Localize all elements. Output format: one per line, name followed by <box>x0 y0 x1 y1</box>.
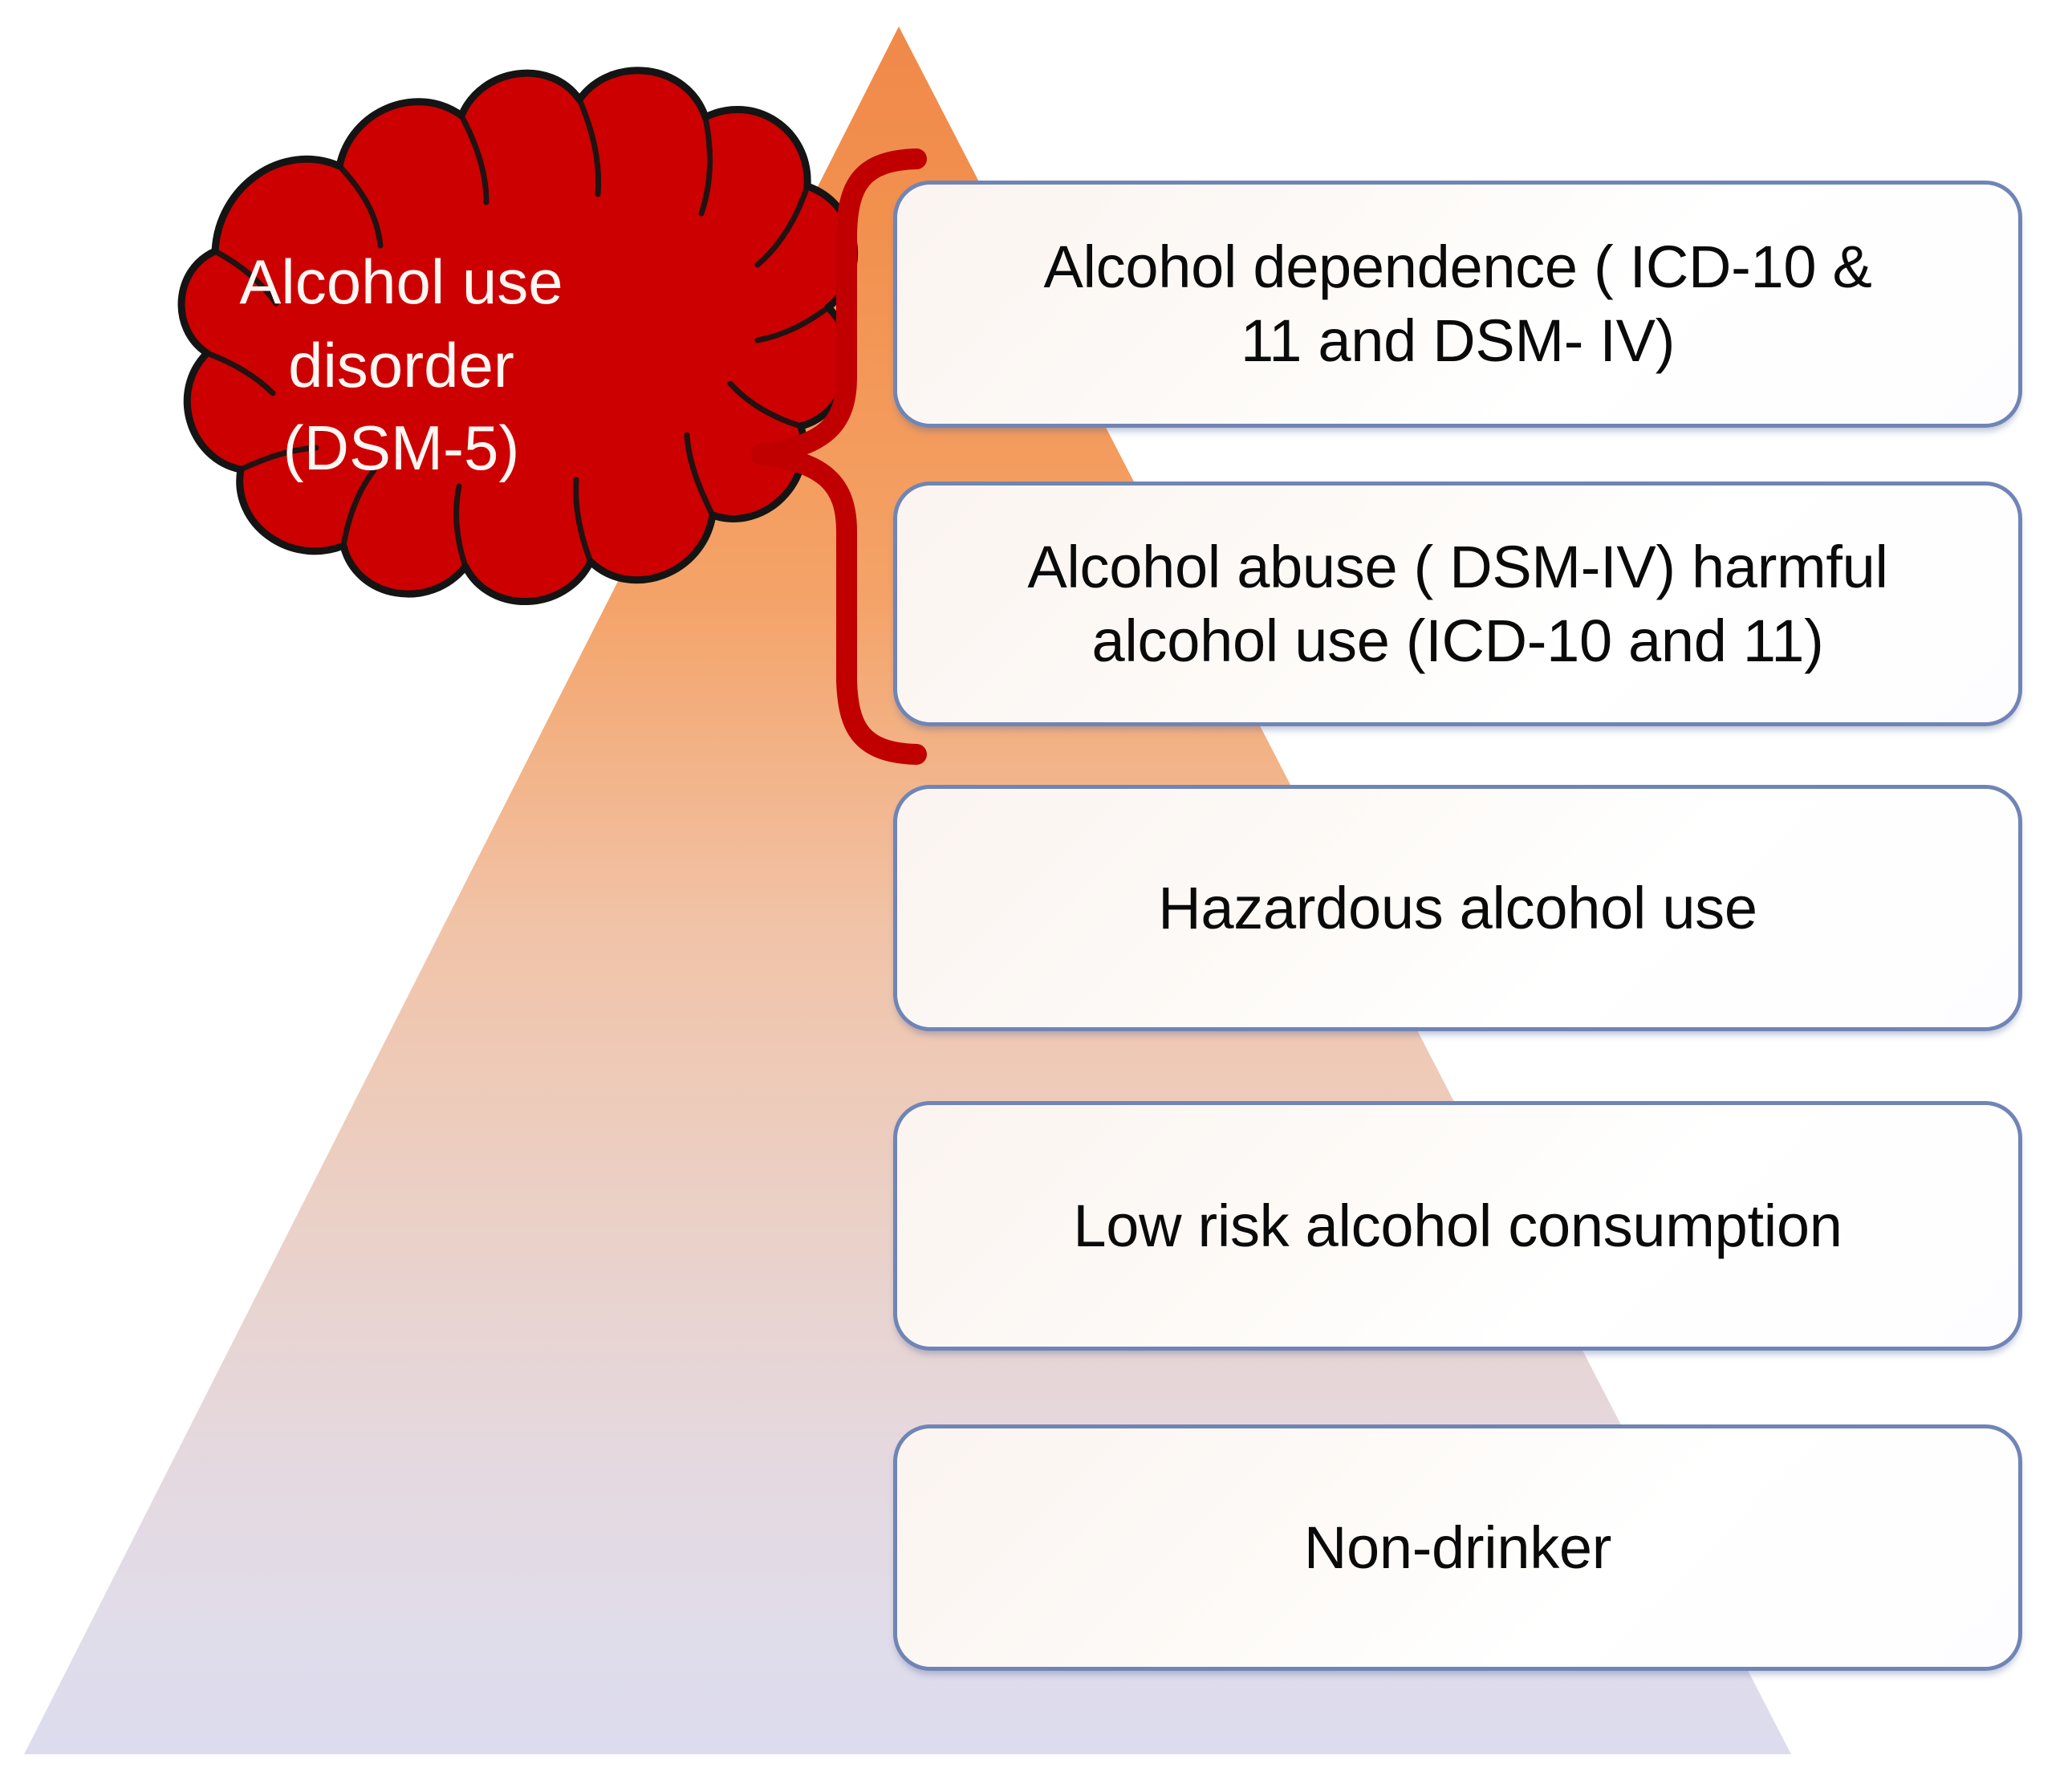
level-label: Hazardous alcohol use <box>941 872 1975 945</box>
level-label-line1: Non-drinker <box>1303 1514 1612 1581</box>
level-label: Alcohol dependence ( ICD-10 & 11 and DSM… <box>941 230 1975 378</box>
level-box-alcohol-dependence[interactable]: Alcohol dependence ( ICD-10 & 11 and DSM… <box>893 181 2022 428</box>
red-brace-connector <box>750 148 927 765</box>
level-label-line2: 11 and DSM- IV) <box>1240 307 1676 374</box>
level-label-line2: alcohol use (ICD-10 and 11) <box>1091 607 1824 674</box>
level-label-line1: Low risk alcohol consumption <box>1073 1192 1843 1259</box>
level-label: Non-drinker <box>941 1511 1975 1585</box>
level-box-alcohol-abuse[interactable]: Alcohol abuse ( DSM-IV) harmful alcohol … <box>893 482 2022 726</box>
level-label-line1: Alcohol dependence ( ICD-10 & <box>1043 234 1872 301</box>
cloud-shape <box>177 67 859 605</box>
level-label-line1: Alcohol abuse ( DSM-IV) harmful <box>1027 533 1888 600</box>
level-box-non-drinker[interactable]: Non-drinker <box>893 1424 2022 1671</box>
level-label-line1: Hazardous alcohol use <box>1158 874 1757 941</box>
level-label: Alcohol abuse ( DSM-IV) harmful alcohol … <box>941 530 1975 678</box>
level-label: Low risk alcohol consumption <box>941 1189 1975 1263</box>
level-box-low-risk-alcohol-consumption[interactable]: Low risk alcohol consumption <box>893 1101 2022 1351</box>
level-box-hazardous-alcohol-use[interactable]: Hazardous alcohol use <box>893 785 2022 1031</box>
